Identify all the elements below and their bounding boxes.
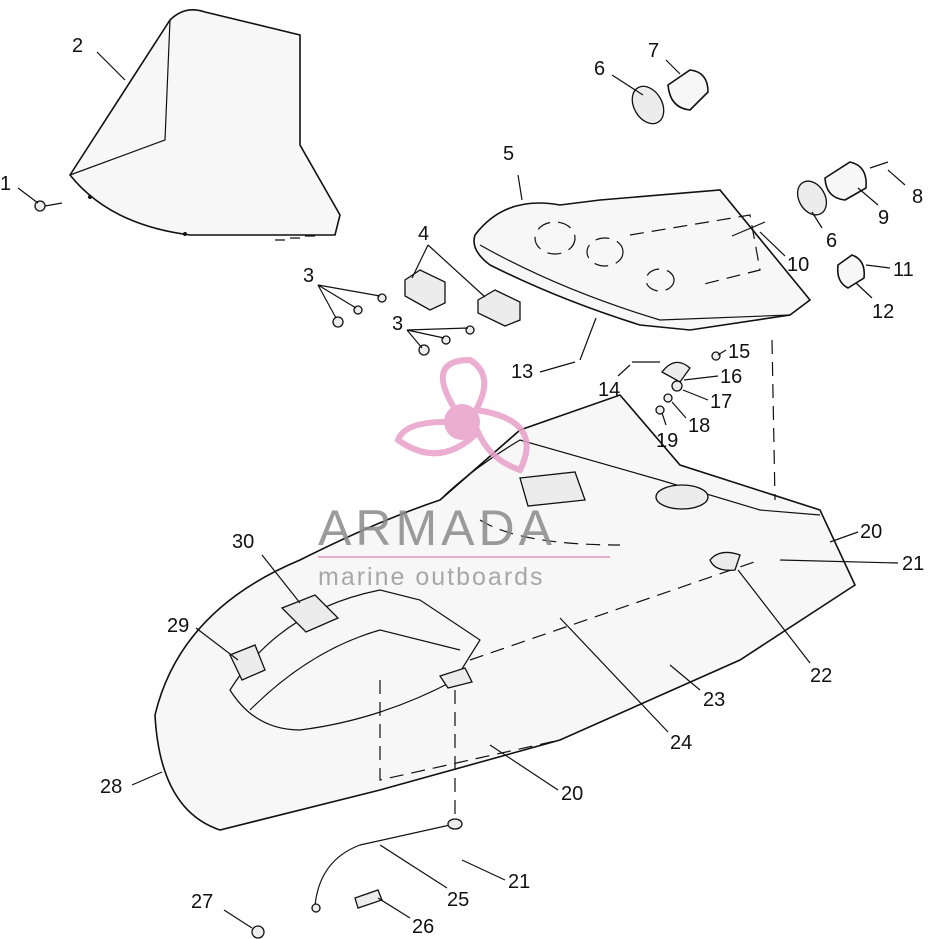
callout-18: 18 xyxy=(688,415,710,437)
small-parts xyxy=(579,221,766,415)
callout-30: 30 xyxy=(232,531,254,553)
callout-29: 29 xyxy=(167,615,189,637)
callout-6: 6 xyxy=(594,58,605,80)
callout-6: 6 xyxy=(826,230,837,252)
callout-9: 9 xyxy=(878,207,889,229)
callout-3: 3 xyxy=(392,313,403,335)
callout-16: 16 xyxy=(720,366,742,388)
gauge-part xyxy=(631,69,889,289)
callout-7: 7 xyxy=(648,40,659,62)
armada-watermark: ARMADA marine outboards xyxy=(318,356,610,591)
screw-part xyxy=(34,200,63,212)
callout-27: 27 xyxy=(191,891,213,913)
callout-5: 5 xyxy=(503,143,514,165)
callout-20: 20 xyxy=(561,783,583,805)
callout-25: 25 xyxy=(447,889,469,911)
callout-21: 21 xyxy=(508,871,530,893)
watermark-brand: ARMADA xyxy=(318,500,556,556)
callout-12: 12 xyxy=(872,301,894,323)
mounting-bracket-part xyxy=(404,269,521,327)
callout-22: 22 xyxy=(810,665,832,687)
propeller-logo-icon xyxy=(394,356,530,474)
callout-24: 24 xyxy=(670,732,692,754)
callout-28: 28 xyxy=(100,776,122,798)
callout-26: 26 xyxy=(412,916,434,938)
callout-1: 1 xyxy=(0,173,11,195)
callout-23: 23 xyxy=(703,689,725,711)
callout-19: 19 xyxy=(656,430,678,452)
callout-labels: 1 2 3 3 4 5 6 6 7 8 9 10 11 12 13 14 15 … xyxy=(0,35,924,938)
windshield-part xyxy=(69,9,341,241)
hardware-part xyxy=(332,293,475,356)
leader-lines xyxy=(17,51,906,929)
callout-14: 14 xyxy=(598,379,620,401)
callout-8: 8 xyxy=(912,186,923,208)
callout-20: 20 xyxy=(860,521,882,543)
callout-4: 4 xyxy=(418,223,429,245)
hood-body-part xyxy=(154,394,857,831)
callout-11: 11 xyxy=(893,259,914,281)
callout-10: 10 xyxy=(787,254,809,276)
watermark-tagline: marine outboards xyxy=(318,563,545,591)
callout-2: 2 xyxy=(72,35,83,57)
callout-3: 3 xyxy=(303,265,314,287)
callout-13: 13 xyxy=(511,361,533,383)
callout-15: 15 xyxy=(728,341,750,363)
instrument-console-part xyxy=(473,189,812,331)
callout-21: 21 xyxy=(902,553,924,575)
callout-17: 17 xyxy=(710,391,732,413)
